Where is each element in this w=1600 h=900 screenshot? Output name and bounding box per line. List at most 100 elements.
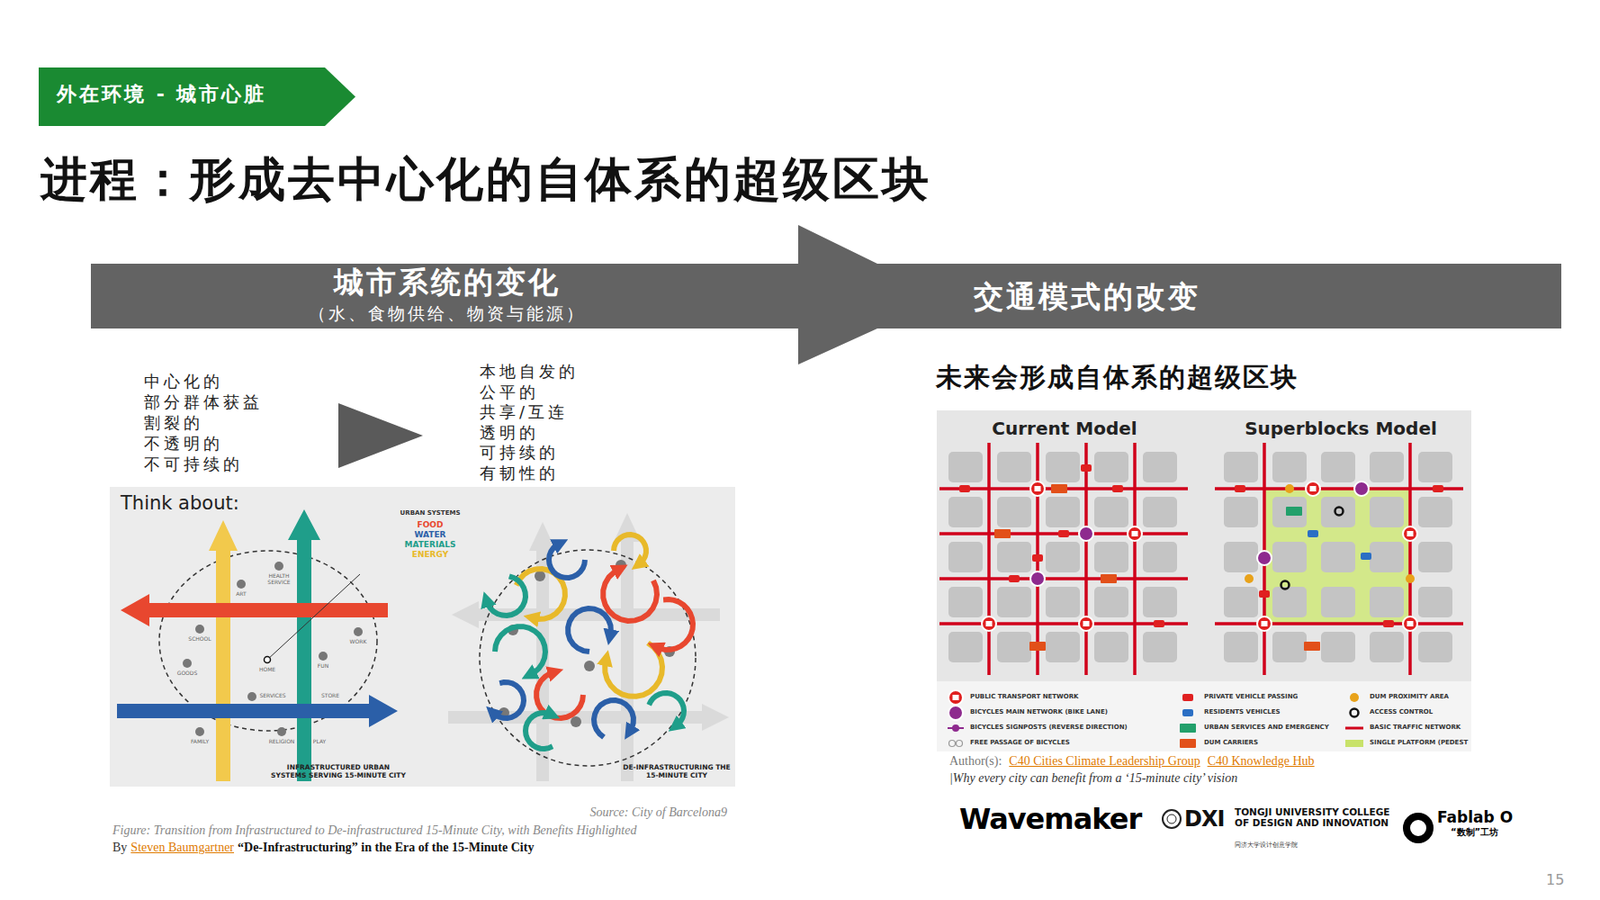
road <box>1408 442 1412 675</box>
city-block <box>1321 451 1356 483</box>
bike-sign <box>952 724 960 732</box>
city-block <box>1369 586 1404 618</box>
bike-icon <box>956 740 963 747</box>
legend-entry-box: FOOD <box>389 520 471 531</box>
city-block <box>1045 541 1080 573</box>
label-box: 不可持续的 <box>143 454 243 475</box>
place-dot <box>195 624 205 634</box>
bike-node <box>1354 481 1369 496</box>
car-icon <box>1234 485 1246 493</box>
legend-text: RESIDENTS VEHICLES <box>1204 708 1281 716</box>
loop-arrow <box>648 692 684 727</box>
image-panel: Current Model Superblocks Model <box>936 410 1472 682</box>
label-box: 割裂的 <box>143 413 204 433</box>
annotation-label: DE-INFRASTRUCTURING THE 15-MINUTE CITY <box>622 764 731 780</box>
city-block <box>1142 496 1178 528</box>
city-block <box>1094 586 1129 618</box>
annotation-label: FAMILY <box>186 738 214 746</box>
annotation-label: Steven Baumgartner <box>130 840 234 856</box>
car-icon <box>959 485 971 493</box>
leader-line <box>267 574 360 660</box>
place-dot <box>277 727 287 737</box>
place-dot <box>318 651 328 661</box>
legend-entry-box: DUM PROXIMITY AREA <box>1369 692 1449 701</box>
annotation-label: 本地自发的 <box>479 361 579 382</box>
city-block <box>1223 631 1259 663</box>
loop-arrow <box>492 682 524 719</box>
annotation-label: 同济大学设计创意学院 <box>1234 841 1298 849</box>
node-text-box: 城市系统的变化 <box>258 264 637 301</box>
truck-icon <box>1100 574 1117 584</box>
bus-stop <box>981 616 997 631</box>
street-grid <box>1214 442 1464 675</box>
legend-text: FOOD <box>389 520 471 531</box>
annotation-label: 不可持续的 <box>143 454 243 475</box>
label-box: Source: City of Barcelona9 <box>367 805 728 821</box>
label-box: 有韧性的 <box>479 463 559 484</box>
city-block <box>1418 586 1453 618</box>
car-icon <box>1258 590 1270 598</box>
node-label: Superblocks Model <box>1228 417 1454 440</box>
legend-text: BASIC TRAFFIC NETWORK <box>1369 723 1461 731</box>
annotation-label: ART <box>221 591 261 598</box>
road <box>1084 442 1088 675</box>
image-panel <box>109 486 736 787</box>
label-box: |Why every city can benefit from a ‘15-m… <box>949 771 1238 787</box>
city-block <box>1272 541 1307 573</box>
legend-entry-box: URBAN SERVICES AND EMERGENCY <box>1204 723 1330 731</box>
city-block <box>1369 451 1404 483</box>
city-block <box>1272 586 1307 618</box>
annotation-label: By <box>112 840 127 856</box>
legend-entry-box: WATER <box>389 530 471 540</box>
node-text-box: 交通模式的改变 <box>898 278 1277 315</box>
legend-swatch <box>1345 739 1364 747</box>
annotation-label: |Why every city can benefit from a ‘15-m… <box>949 771 1238 787</box>
label-box: Fablab O <box>1437 808 1513 827</box>
city-block <box>1321 586 1356 618</box>
faded-arrow <box>448 703 729 731</box>
road <box>939 621 1188 626</box>
place-dot <box>353 627 363 637</box>
city-block <box>1094 631 1129 663</box>
place-dot <box>584 660 595 672</box>
title-box: 进程：形成去中心化的自体系的超级区块 <box>40 151 932 207</box>
node-text-box: Current Model <box>952 417 1178 440</box>
annotation-label: 部分群体获益 <box>143 392 263 413</box>
road <box>1214 621 1464 626</box>
legend-text: MATERIALS <box>389 539 471 550</box>
home-point <box>264 656 271 664</box>
node-text-box: （水、食物供给、物资与能源） <box>258 303 637 324</box>
city-block <box>1272 631 1307 663</box>
label-box: HOME <box>255 666 279 674</box>
bike-node <box>1257 550 1272 566</box>
node-label: Current Model <box>952 417 1178 440</box>
local-loops <box>485 534 693 749</box>
map-panel <box>936 410 1472 682</box>
superblock-maps <box>939 442 1464 675</box>
city-boundary <box>479 549 696 766</box>
label-box: HEALTH SERVICE <box>263 573 295 585</box>
city-block <box>1369 541 1404 573</box>
label-box: PLAY <box>309 738 330 746</box>
dum-area <box>1349 692 1359 702</box>
annotation-label: DXI <box>1184 806 1224 833</box>
road <box>939 576 1188 581</box>
bike-node <box>948 705 963 720</box>
place-dot <box>534 570 546 582</box>
city-block <box>1418 631 1453 663</box>
place-dot <box>236 579 246 589</box>
annotation-label: C40 Cities Climate Leadership Group <box>1008 754 1200 770</box>
annotation-label: 割裂的 <box>143 413 204 433</box>
bus-stop <box>948 690 963 705</box>
faded-infrastructure <box>448 512 729 782</box>
annotation-label: INFRASTRUCTURED URBAN SYSTEMS SERVING 15… <box>270 764 406 780</box>
loop-arrow <box>485 575 526 616</box>
loop-arrow <box>593 700 634 738</box>
text-row: Author(s):C40 Cities Climate Leadership … <box>949 754 1315 770</box>
car-icon <box>1153 620 1165 628</box>
legend-color-text: FOOD <box>389 520 471 531</box>
city-block <box>997 586 1032 618</box>
car-icon <box>1112 485 1124 493</box>
annotation-label: 不透明的 <box>143 433 224 454</box>
legend-entry-box: BICYCLES MAIN NETWORK (BIKE LANE) <box>970 708 1108 716</box>
